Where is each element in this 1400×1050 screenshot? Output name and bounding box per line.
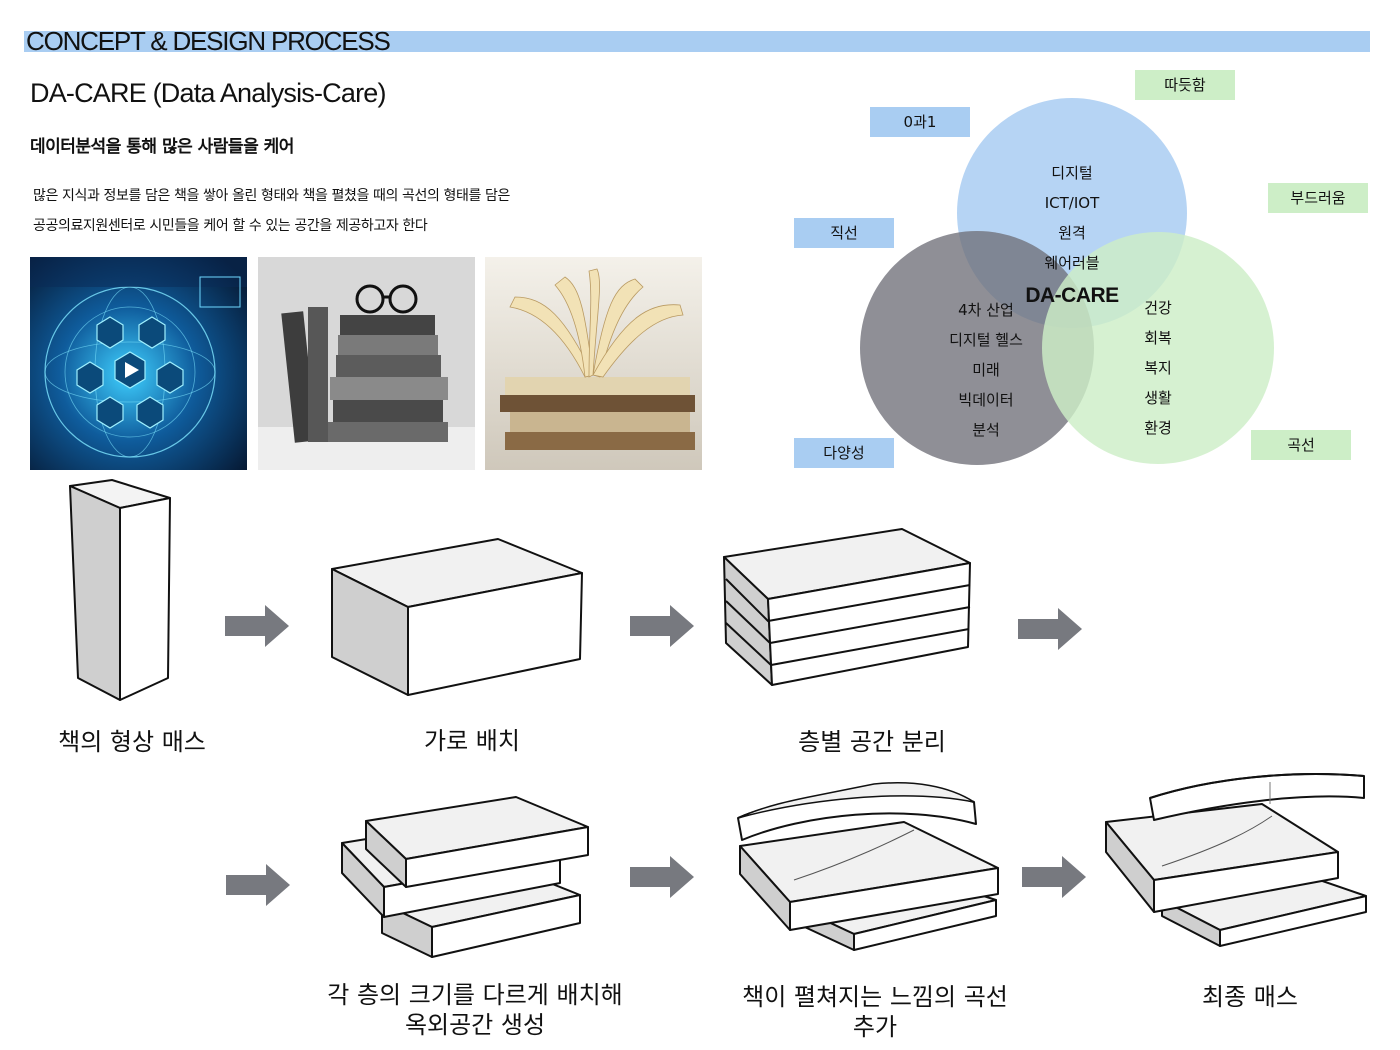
venn-diagram	[860, 98, 1274, 465]
venn-list-health: 건강 회복 복지 생활 환경	[1098, 293, 1218, 443]
venn-item: 디지털	[1051, 164, 1093, 182]
concept-description: 많은 지식과 정보를 담은 책을 쌓아 올린 형태와 책을 펼쳤을 때의 곡선의…	[33, 181, 510, 241]
arrow-right-icon	[630, 856, 694, 898]
step-label: 가로 배치	[424, 727, 520, 755]
tag-diversity: 다양성	[794, 438, 894, 468]
venn-list-industry: 4차 산업 디지털 헬스 미래 빅데이터 분석	[926, 295, 1046, 445]
tag-straight: 직선	[794, 218, 894, 248]
tag-softness: 부드러움	[1268, 183, 1368, 213]
venn-item: 생활	[1144, 389, 1172, 407]
step-label: 책이 펼쳐지는 느낌의 곡선 추가	[710, 982, 1040, 1042]
offset-slabs-model	[341, 796, 589, 958]
venn-item: 빅데이터	[958, 391, 1014, 409]
step-label-line: 옥외공간 생성	[404, 1011, 546, 1039]
arrow-right-icon	[226, 864, 290, 906]
concept-subtitle: 데이터분석을 통해 많은 사람들을 케어	[30, 137, 294, 157]
final-mass-model	[1105, 773, 1367, 947]
venn-item: 원격	[1058, 224, 1086, 242]
step-label: 층별 공간 분리	[798, 728, 946, 756]
tag-curve: 곡선	[1251, 430, 1351, 460]
venn-item: 건강	[1144, 299, 1172, 317]
description-line: 공공의료지원센터로 시민들을 케어 할 수 있는 공간을 제공하고자 한다	[33, 218, 428, 234]
venn-item: 4차 산업	[958, 301, 1014, 319]
venn-item: ICT/IOT	[1044, 194, 1100, 212]
arrow-right-icon	[1022, 856, 1086, 898]
step-label: 각 층의 크기를 다르게 배치해 옥외공간 생성	[300, 980, 650, 1040]
step-label-line: 책이 펼쳐지는 느낌의 곡선	[742, 983, 1008, 1011]
venn-item: 분석	[972, 421, 1000, 439]
book-mass-model	[69, 479, 171, 701]
venn-item: 디지털 헬스	[949, 331, 1023, 349]
arrow-right-icon	[225, 605, 289, 647]
venn-item: 회복	[1144, 329, 1172, 347]
arrow-right-icon	[1018, 608, 1082, 650]
stacked-books-with-glasses-image	[258, 257, 475, 470]
horizontal-mass-model	[331, 538, 583, 696]
step-label-line: 각 층의 크기를 다르게 배치해	[327, 981, 623, 1009]
layered-mass-model	[723, 528, 971, 686]
venn-list-digital: 디지털 ICT/IOT 원격 웨어러블	[1012, 158, 1132, 278]
venn-circle-industry	[860, 231, 1094, 465]
open-book-on-stack-image	[485, 257, 702, 470]
digital-network-globe-image	[30, 257, 247, 470]
venn-item: 미래	[972, 361, 1000, 379]
tag-zero-one: 0과1	[870, 107, 970, 137]
step-label: 책의 형상 매스	[58, 728, 206, 756]
curved-slabs-model	[737, 782, 999, 951]
venn-item: 환경	[1144, 419, 1172, 437]
tag-warmth: 따듯함	[1135, 70, 1235, 100]
section-title: CONCEPT & DESIGN PROCESS	[26, 26, 391, 56]
step-label-line: 추가	[852, 1013, 898, 1041]
venn-center-label: DA-CARE	[1025, 284, 1119, 307]
arrow-right-icon	[630, 605, 694, 647]
venn-circle-health	[1042, 232, 1274, 464]
description-line: 많은 지식과 정보를 담은 책을 쌓아 올린 형태와 책을 펼쳤을 때의 곡선의…	[33, 188, 510, 204]
step-label: 최종 매스	[1202, 983, 1298, 1011]
header-bar	[24, 31, 1370, 52]
venn-item: 복지	[1144, 359, 1172, 377]
venn-item: 웨어러블	[1044, 254, 1100, 272]
concept-title: DA-CARE (Data Analysis-Care)	[30, 78, 387, 108]
